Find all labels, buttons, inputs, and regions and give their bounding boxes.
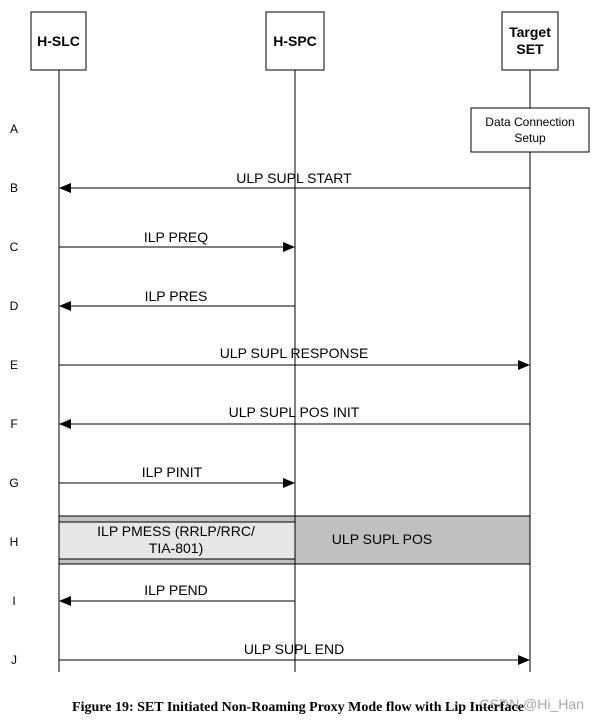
step-label-d: D [10, 299, 19, 313]
msg-ilp-preq: ILP PREQ [144, 229, 208, 245]
entity-hspc-label: H-SPC [273, 33, 317, 49]
msg-ulp-supl-pos-init: ULP SUPL POS INIT [229, 404, 360, 420]
step-label-h: H [10, 535, 19, 549]
step-label-j: J [11, 653, 17, 667]
entity-hslc: H-SLC [30, 11, 87, 71]
msg-ilp-pres: ILP PRES [145, 288, 208, 304]
step-label-a: A [10, 122, 18, 136]
step-label-f: F [10, 417, 17, 431]
msg-ilp-pinit: ILP PINIT [142, 464, 203, 480]
msg-ulp-supl-end: ULP SUPL END [244, 641, 344, 657]
entity-target-label-1: Target [509, 24, 551, 40]
entity-hslc-label: H-SLC [37, 33, 80, 49]
msg-ilp-pend: ILP PEND [144, 582, 208, 598]
step-label-c: C [10, 240, 19, 254]
step-label-g: G [9, 476, 18, 490]
msg-ilp-pmess-line2: TIA-801) [149, 540, 203, 556]
entity-target-label-2: SET [516, 41, 544, 57]
msg-ulp-supl-response: ULP SUPL RESPONSE [220, 345, 369, 361]
data-connection-line1: Data Connection [485, 115, 574, 129]
entity-hspc: H-SPC [265, 11, 325, 71]
msg-ulp-supl-start: ULP SUPL START [236, 170, 352, 186]
data-connection-setup-box: Data Connection Setup [470, 107, 590, 153]
watermark: CSDN @Hi_Han [479, 696, 584, 712]
step-label-e: E [10, 358, 18, 372]
msg-ilp-pmess-line1: ILP PMESS (RRLP/RRC/ [97, 523, 255, 539]
step-label-i: I [12, 594, 15, 608]
entity-target-set: Target SET [501, 11, 559, 71]
msg-ulp-supl-pos: ULP SUPL POS [332, 531, 432, 547]
step-label-b: B [10, 181, 18, 195]
figure-caption: Figure 19: SET Initiated Non-Roaming Pro… [72, 700, 524, 715]
data-connection-line2: Setup [514, 131, 546, 145]
ilp-pmess-box [58, 521, 296, 560]
